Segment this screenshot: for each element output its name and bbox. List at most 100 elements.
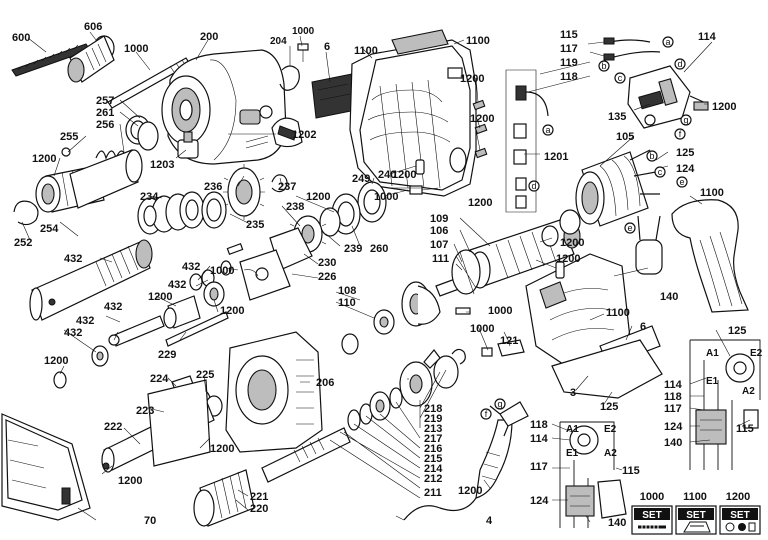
bearing-106 [541, 209, 581, 247]
switch-1203 [177, 131, 199, 159]
gear-220-221 [193, 469, 255, 527]
label-211: 211 [424, 487, 442, 499]
label-432-c: 432 [168, 279, 186, 291]
brushes-119-118 [505, 69, 549, 213]
label-229: 229 [158, 349, 176, 361]
label-121: 121 [500, 335, 518, 347]
ball-255 [61, 147, 71, 157]
label-226: 226 [318, 271, 336, 283]
screws-1200-right [472, 99, 488, 159]
label-1201: 1201 [544, 151, 568, 163]
sleeve-254 [69, 149, 143, 209]
set-label-1000: SET [642, 510, 661, 521]
connector-c-1: c [618, 73, 623, 83]
label-125-b: 125 [728, 325, 746, 337]
label-1200-j: 1200 [148, 291, 172, 303]
fan-107 [451, 249, 481, 295]
schematic-b-e1: E1 [566, 448, 579, 459]
label-1100-top: 1100 [466, 35, 490, 47]
label-1200-f: 1200 [468, 197, 492, 209]
label-6-right: 6 [640, 321, 646, 333]
label-1200-c: 1200 [470, 113, 494, 125]
handle-1100-right [671, 199, 749, 313]
label-214: 214 [424, 463, 443, 475]
screw-icon [638, 523, 666, 531]
set-box-1200: 1200 SET [719, 491, 761, 535]
label-125-c: 125 [600, 401, 618, 413]
label-257: 257 [96, 95, 114, 107]
label-114-c: 114 [530, 433, 549, 445]
label-1203: 1203 [150, 159, 174, 171]
label-106: 106 [430, 225, 448, 237]
label-1200-b: 1200 [460, 73, 484, 85]
lever-226 [239, 249, 291, 301]
housing-icon [683, 521, 711, 533]
washer-432-f [91, 345, 109, 367]
label-212: 212 [424, 473, 442, 485]
label-114-b: 114 [664, 379, 683, 391]
label-239: 239 [344, 243, 362, 255]
rings-234 [137, 191, 205, 235]
connector-e-1: e [679, 177, 684, 187]
motor-housing-1100 [349, 29, 477, 197]
schematic-b-a2: A2 [604, 448, 617, 459]
label-1200-o: 1200 [118, 475, 142, 487]
label-432-d: 432 [104, 301, 122, 313]
label-115-c: 115 [622, 465, 640, 477]
label-125: 125 [676, 147, 694, 159]
label-1200-e: 1200 [392, 169, 416, 181]
label-224: 224 [150, 373, 169, 385]
set-label-1100: SET [686, 510, 705, 521]
label-221: 221 [250, 491, 268, 503]
gear-217-219 [399, 349, 459, 407]
gear-238-239 [289, 215, 327, 253]
connector-circles [480, 36, 692, 420]
schematic-e1: E1 [706, 376, 719, 387]
label-225: 225 [196, 369, 214, 381]
label-115-b: 115 [736, 423, 754, 435]
bearing-110 [373, 309, 395, 335]
label-1100-left: 1100 [354, 45, 378, 57]
screw-1000-top [297, 43, 309, 62]
label-432-f: 432 [64, 327, 82, 339]
label-108: 108 [338, 285, 356, 297]
gear-case-206 [225, 331, 323, 453]
label-606: 606 [84, 21, 102, 33]
label-216: 216 [424, 443, 442, 455]
connector-d-1: d [531, 181, 536, 191]
label-1100-handle: 1100 [700, 187, 724, 199]
connector-b-2: b [649, 151, 654, 161]
label-1000-e: 1000 [488, 305, 512, 317]
label-3: 3 [570, 387, 576, 399]
label-1000-c: 1000 [374, 191, 398, 203]
set-number-1000: 1000 [640, 491, 664, 503]
label-206: 206 [316, 377, 334, 389]
set-box-1100: 1100 SET [675, 491, 717, 535]
cover-3 [551, 339, 663, 399]
parts-icon [725, 522, 756, 532]
label-237: 237 [278, 181, 296, 193]
wiring-schematic-b [559, 421, 627, 528]
label-118-b: 118 [664, 391, 682, 403]
label-107: 107 [430, 239, 448, 251]
connector-e-2: e [627, 223, 632, 233]
schematic-b-a1: A1 [566, 424, 579, 435]
label-1000-f: 1000 [470, 323, 494, 335]
label-230: 230 [318, 257, 336, 269]
label-252: 252 [14, 237, 32, 249]
connector-f-2: f [485, 409, 488, 419]
plate-223 [147, 379, 211, 467]
case-70 [1, 413, 91, 521]
label-117-c: 117 [530, 461, 548, 473]
chuck-606 [67, 35, 115, 83]
label-432-a: 432 [64, 253, 82, 265]
connector-d-2: d [677, 59, 682, 69]
connector-f-1: f [679, 129, 682, 139]
shaft-211 [261, 427, 351, 483]
wiring-schematic-a [689, 339, 761, 470]
schematic-a1: A1 [706, 348, 719, 359]
connector-b-1: b [601, 61, 606, 71]
label-140-a: 140 [660, 291, 678, 303]
